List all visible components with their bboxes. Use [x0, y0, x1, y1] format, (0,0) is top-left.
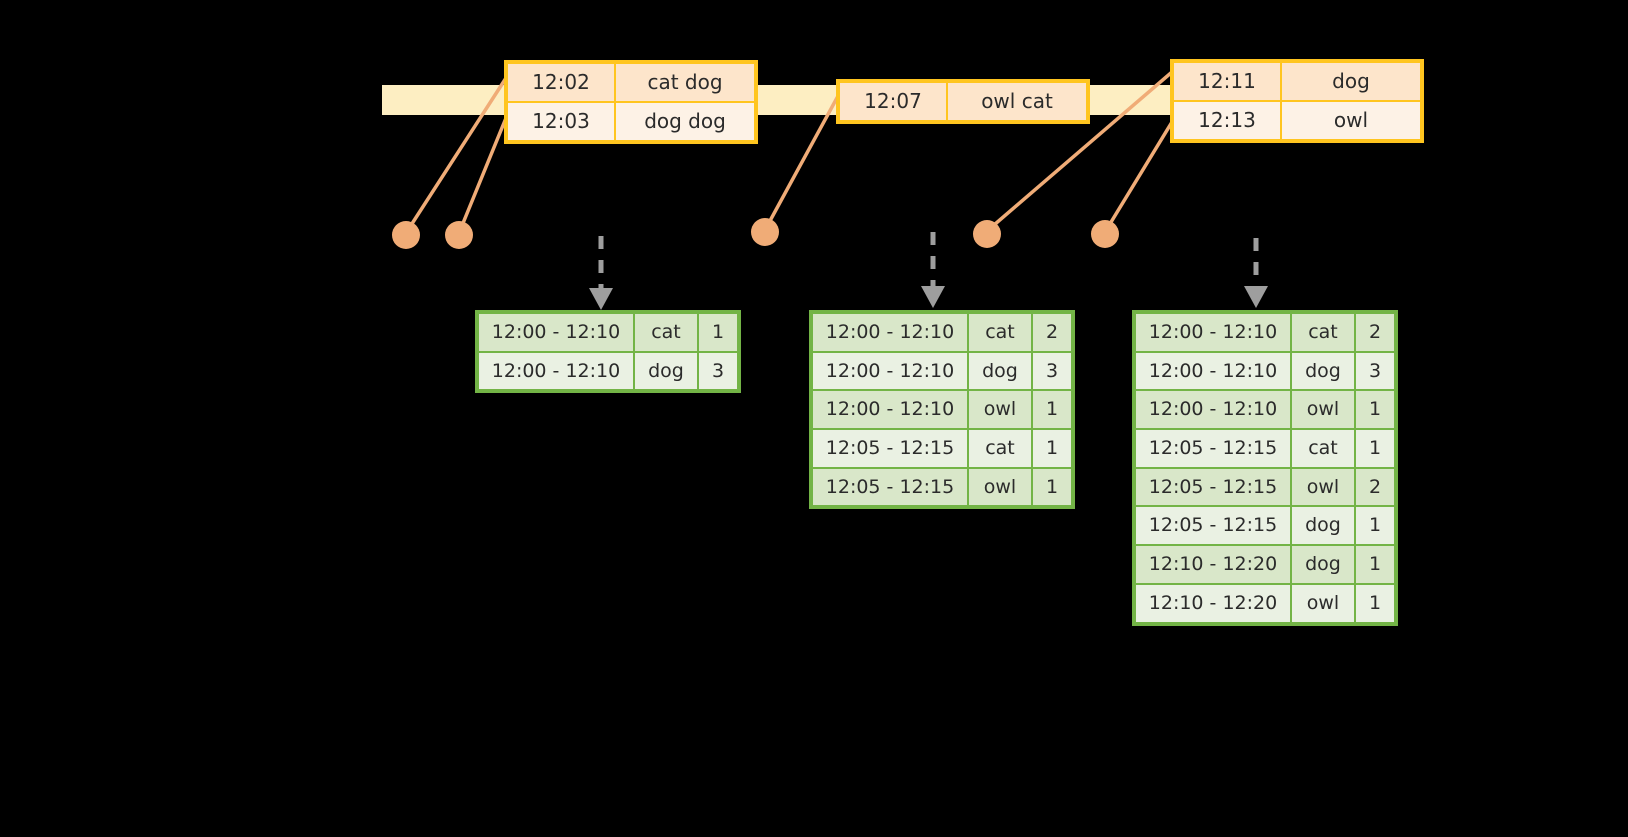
result-window: 12:00 - 12:10 [1135, 351, 1291, 391]
event-time: 12:02 [507, 63, 615, 102]
result-table-2[interactable]: 12:00 - 12:10 cat 2 12:00 - 12:10 dog 3 … [809, 310, 1075, 510]
event-words: owl cat [947, 82, 1087, 121]
anchor-dot-5 [1091, 220, 1119, 248]
result-word: dog [968, 351, 1032, 391]
result-count: 1 [1032, 429, 1072, 468]
table-row[interactable]: 12:10 - 12:20 owl 1 [1135, 583, 1395, 623]
result-word: owl [968, 467, 1032, 507]
result-window: 12:00 - 12:10 [812, 313, 968, 352]
result-window: 12:00 - 12:10 [1135, 390, 1291, 430]
result-window: 12:00 - 12:10 [1135, 313, 1291, 352]
anchor-dot-1 [392, 221, 420, 249]
table-row[interactable]: 12:05 - 12:15 owl 1 [812, 467, 1072, 507]
result-word: cat [634, 313, 698, 352]
table-row[interactable]: 12:00 - 12:10 owl 1 [1135, 390, 1395, 430]
result-count: 1 [1355, 506, 1395, 546]
event-words: owl [1281, 101, 1421, 140]
table-row[interactable]: 12:00 - 12:10 cat 2 [1135, 313, 1395, 352]
result-window: 12:05 - 12:15 [812, 467, 968, 507]
event-words: cat dog [615, 63, 755, 102]
event-row[interactable]: 12:07 owl cat [839, 82, 1087, 121]
result-count: 1 [698, 313, 738, 352]
result-table-1[interactable]: 12:00 - 12:10 cat 1 12:00 - 12:10 dog 3 [475, 310, 741, 394]
result-count: 1 [1355, 429, 1395, 468]
emission-arrows [598, 232, 1259, 290]
result-count: 2 [1355, 313, 1395, 352]
result-window: 12:05 - 12:15 [812, 429, 968, 468]
table-row[interactable]: 12:05 - 12:15 owl 2 [1135, 467, 1395, 507]
result-window: 12:10 - 12:20 [1135, 583, 1291, 623]
event-group-1[interactable]: 12:02 cat dog 12:03 dog dog [504, 60, 758, 144]
table-row[interactable]: 12:05 - 12:15 cat 1 [812, 429, 1072, 468]
result-window: 12:00 - 12:10 [478, 351, 634, 391]
result-word: dog [1291, 545, 1355, 584]
result-count: 3 [1032, 351, 1072, 391]
event-row[interactable]: 12:11 dog [1173, 62, 1421, 101]
anchor-dot-4 [973, 220, 1001, 248]
event-time: 12:03 [507, 102, 615, 141]
result-count: 1 [1355, 545, 1395, 584]
result-count: 1 [1032, 467, 1072, 507]
table-row[interactable]: 12:05 - 12:15 dog 1 [1135, 506, 1395, 546]
table-row[interactable]: 12:00 - 12:10 cat 1 [478, 313, 738, 352]
event-time: 12:13 [1173, 101, 1281, 140]
event-time: 12:07 [839, 82, 947, 121]
result-table-3[interactable]: 12:00 - 12:10 cat 2 12:00 - 12:10 dog 3 … [1132, 310, 1398, 626]
result-word: dog [634, 351, 698, 391]
anchor-dot-3 [751, 218, 779, 246]
event-words: dog [1281, 62, 1421, 101]
table-row[interactable]: 12:00 - 12:10 owl 1 [812, 390, 1072, 430]
result-window: 12:05 - 12:15 [1135, 467, 1291, 507]
result-window: 12:05 - 12:15 [1135, 506, 1291, 546]
result-count: 3 [1355, 351, 1395, 391]
result-window: 12:10 - 12:20 [1135, 545, 1291, 584]
event-words: dog dog [615, 102, 755, 141]
result-word: owl [1291, 583, 1355, 623]
result-word: owl [1291, 390, 1355, 430]
result-count: 3 [698, 351, 738, 391]
result-word: cat [968, 429, 1032, 468]
result-window: 12:00 - 12:10 [478, 313, 634, 352]
result-window: 12:00 - 12:10 [812, 351, 968, 391]
event-row[interactable]: 12:13 owl [1173, 101, 1421, 140]
result-window: 12:00 - 12:10 [812, 390, 968, 430]
result-count: 1 [1355, 583, 1395, 623]
result-word: cat [1291, 313, 1355, 352]
table-row[interactable]: 12:00 - 12:10 dog 3 [478, 351, 738, 391]
table-row[interactable]: 12:10 - 12:20 dog 1 [1135, 545, 1395, 584]
event-row[interactable]: 12:03 dog dog [507, 102, 755, 141]
anchor-dot-2 [445, 221, 473, 249]
result-window: 12:05 - 12:15 [1135, 429, 1291, 468]
emission-arrowheads [589, 286, 1268, 310]
event-group-2[interactable]: 12:07 owl cat [836, 79, 1090, 124]
table-row[interactable]: 12:00 - 12:10 dog 3 [812, 351, 1072, 391]
event-group-3[interactable]: 12:11 dog 12:13 owl [1170, 59, 1424, 143]
event-time: 12:11 [1173, 62, 1281, 101]
result-count: 1 [1032, 390, 1072, 430]
result-word: cat [968, 313, 1032, 352]
result-count: 1 [1355, 390, 1395, 430]
result-count: 2 [1032, 313, 1072, 352]
result-word: dog [1291, 351, 1355, 391]
result-word: dog [1291, 506, 1355, 546]
result-count: 2 [1355, 467, 1395, 507]
table-row[interactable]: 12:00 - 12:10 dog 3 [1135, 351, 1395, 391]
event-anchor-dots [392, 218, 1119, 249]
event-row[interactable]: 12:02 cat dog [507, 63, 755, 102]
table-row[interactable]: 12:00 - 12:10 cat 2 [812, 313, 1072, 352]
result-word: owl [968, 390, 1032, 430]
table-row[interactable]: 12:05 - 12:15 cat 1 [1135, 429, 1395, 468]
result-word: cat [1291, 429, 1355, 468]
result-word: owl [1291, 467, 1355, 507]
